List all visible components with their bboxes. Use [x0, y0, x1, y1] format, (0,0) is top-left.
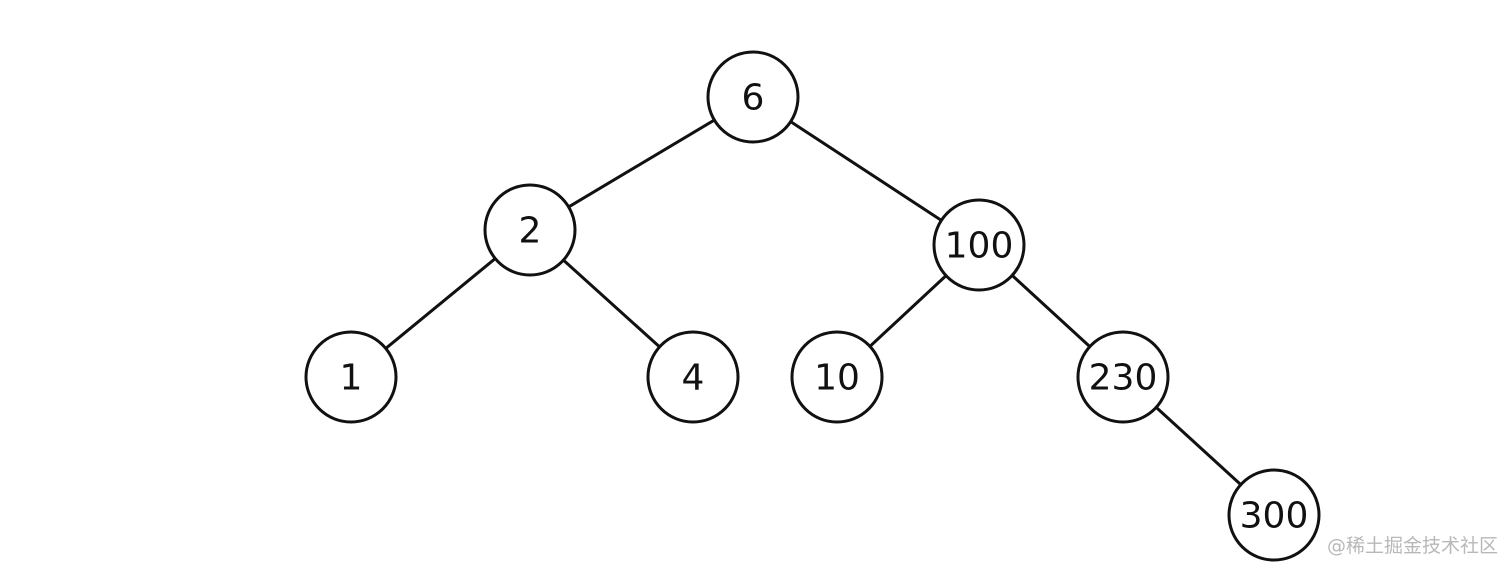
tree-node-label: 10	[814, 358, 860, 399]
tree-edge-n2-n1	[384, 257, 497, 350]
tree-node-6: 6	[706, 50, 800, 144]
tree-node-circle	[304, 330, 398, 424]
tree-node-300: 300	[1227, 468, 1321, 562]
tree-node-label: 2	[519, 211, 542, 252]
tree-node-circle	[483, 183, 577, 277]
tree-node-100: 100	[932, 198, 1026, 292]
tree-node-label: 100	[945, 226, 1014, 267]
tree-node-2: 2	[483, 183, 577, 277]
tree-edge-n100-n10	[868, 274, 948, 348]
tree-edge-n100-n230	[1011, 274, 1091, 348]
tree-node-circle	[790, 330, 884, 424]
watermark-text: @稀土掘金技术社区	[1326, 535, 1498, 557]
tree-node-label: 230	[1089, 358, 1158, 399]
tree-node-circle	[932, 198, 1026, 292]
tree-node-circle	[706, 50, 800, 144]
tree-node-circle	[1076, 330, 1170, 424]
nodes-layer: 6 2 100 1 4 10 230 300	[304, 50, 1321, 562]
tree-node-10: 10	[790, 330, 884, 424]
tree-node-4: 4	[646, 330, 740, 424]
tree-node-circle	[1227, 468, 1321, 562]
tree-edge-n6-n100	[789, 120, 943, 222]
tree-edge-n230-n300	[1155, 406, 1242, 486]
tree-node-230: 230	[1076, 330, 1170, 424]
tree-node-label: 1	[340, 358, 363, 399]
tree-node-label: 6	[742, 78, 765, 119]
tree-edge-n2-n4	[562, 259, 661, 348]
tree-node-label: 300	[1240, 496, 1309, 537]
edges-layer	[384, 118, 1242, 486]
tree-node-label: 4	[682, 358, 705, 399]
tree-edge-n6-n2	[567, 118, 716, 209]
tree-node-1: 1	[304, 330, 398, 424]
tree-node-circle	[646, 330, 740, 424]
